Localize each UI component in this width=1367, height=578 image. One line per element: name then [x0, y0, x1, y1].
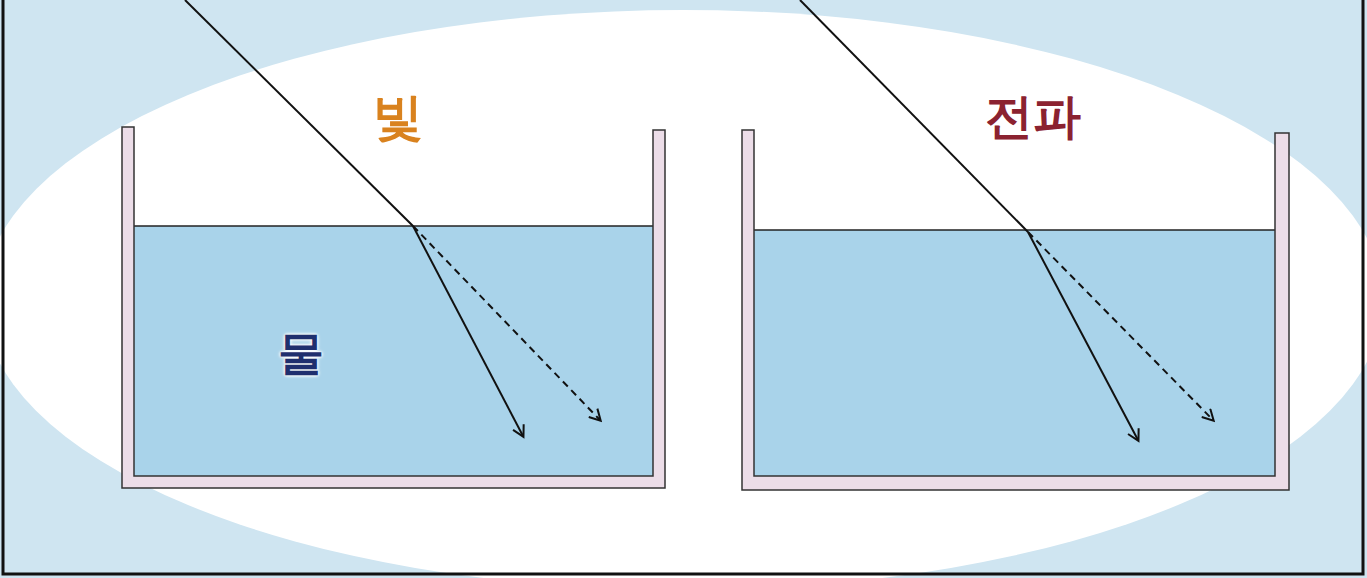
water	[134, 226, 653, 476]
label-text: 전파	[985, 92, 1081, 140]
refracted-ray	[413, 226, 523, 436]
label-text: 물	[278, 330, 324, 376]
tank	[742, 130, 1289, 490]
frame	[3, 0, 1363, 574]
label-text: 빛	[373, 92, 423, 142]
refracted-ray	[1028, 232, 1138, 440]
dashed-ray	[413, 226, 600, 420]
water	[754, 230, 1275, 476]
white-ellipse	[0, 10, 1367, 578]
tank	[122, 127, 665, 488]
dashed-ray	[1028, 232, 1213, 420]
